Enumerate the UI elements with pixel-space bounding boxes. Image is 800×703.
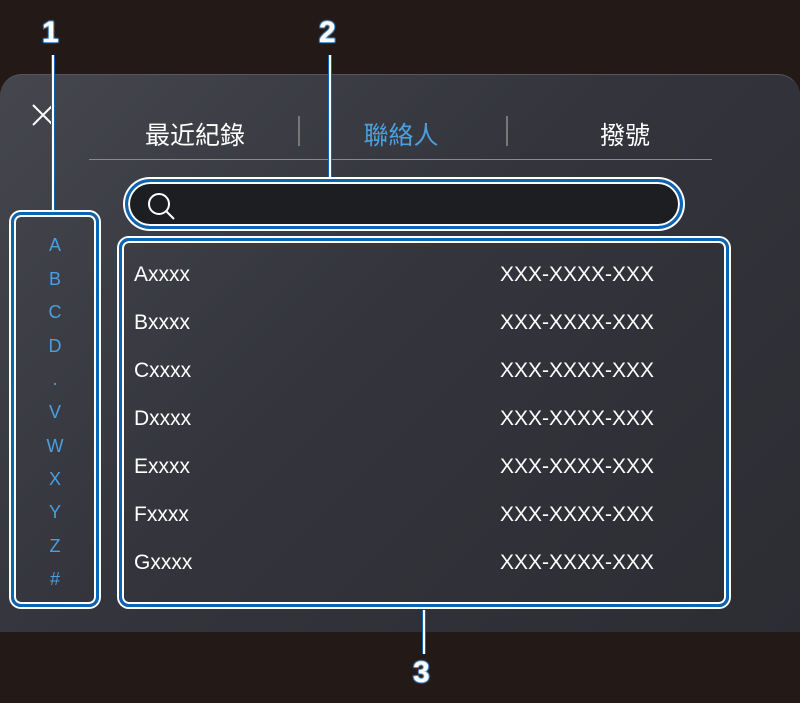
callout-leader-3 — [422, 610, 426, 654]
contacts-panel — [0, 74, 800, 632]
index-letter[interactable]: Z — [49, 536, 61, 556]
callout-leader-1 — [51, 55, 55, 210]
contact-number: XXX-XXXX-XXX — [500, 455, 655, 478]
contact-number: XXX-XXXX-XXX — [500, 551, 655, 574]
contact-name: Cxxxx — [134, 359, 192, 382]
contact-number: XXX-XXXX-XXX — [500, 311, 655, 334]
contact-name: Axxxx — [134, 263, 191, 286]
contact-number: XXX-XXXX-XXX — [500, 407, 655, 430]
tab-underline — [89, 159, 712, 160]
contact-number: XXX-XXXX-XXX — [500, 263, 655, 286]
index-letter[interactable]: X — [48, 469, 61, 489]
index-letter[interactable]: V — [48, 402, 61, 422]
contact-row[interactable]: Bxxxx XXX-XXXX-XXX — [134, 311, 714, 341]
index-letter[interactable]: C — [48, 302, 62, 322]
callout-number-3: 3 — [412, 655, 431, 690]
search-icon — [148, 193, 175, 220]
contact-number: XXX-XXXX-XXX — [500, 359, 655, 382]
index-letter[interactable]: W — [46, 436, 64, 456]
search-input[interactable] — [125, 179, 683, 229]
tab-divider — [506, 116, 508, 146]
tab-recent[interactable]: 最近紀錄 — [144, 122, 245, 150]
callout-number-1: 1 — [41, 15, 60, 50]
index-letter[interactable]: Y — [48, 502, 61, 522]
callout-number-2: 2 — [318, 15, 337, 50]
contact-name: Dxxxx — [134, 407, 192, 430]
contact-name: Exxxx — [134, 455, 191, 478]
close-icon[interactable] — [30, 102, 56, 128]
alphabet-index[interactable]: A B C D . V W X Y Z # — [11, 212, 99, 607]
contact-name: Fxxxx — [134, 503, 189, 526]
tab-dial[interactable]: 撥號 — [599, 122, 650, 150]
contact-row[interactable]: Gxxxx XXX-XXXX-XXX — [134, 551, 714, 581]
tab-divider — [298, 116, 300, 146]
contact-name: Gxxxx — [134, 551, 193, 574]
tab-contacts[interactable]: 聯絡人 — [363, 122, 439, 150]
index-letter[interactable]: A — [48, 235, 61, 255]
contact-number: XXX-XXXX-XXX — [500, 503, 655, 526]
callout-leader-2 — [328, 55, 332, 177]
contact-row[interactable]: Fxxxx XXX-XXXX-XXX — [134, 503, 714, 533]
contact-row[interactable]: Dxxxx XXX-XXXX-XXX — [134, 407, 714, 437]
contact-row[interactable]: Exxxx XXX-XXXX-XXX — [134, 455, 714, 485]
contact-name: Bxxxx — [134, 311, 191, 334]
index-letter[interactable]: . — [52, 369, 58, 389]
index-letter[interactable]: # — [49, 569, 60, 589]
index-letter[interactable]: D — [48, 336, 62, 356]
contact-row[interactable]: Cxxxx XXX-XXXX-XXX — [134, 359, 714, 389]
index-letter[interactable]: B — [48, 269, 61, 289]
contact-row[interactable]: Axxxx XXX-XXXX-XXX — [134, 263, 714, 293]
